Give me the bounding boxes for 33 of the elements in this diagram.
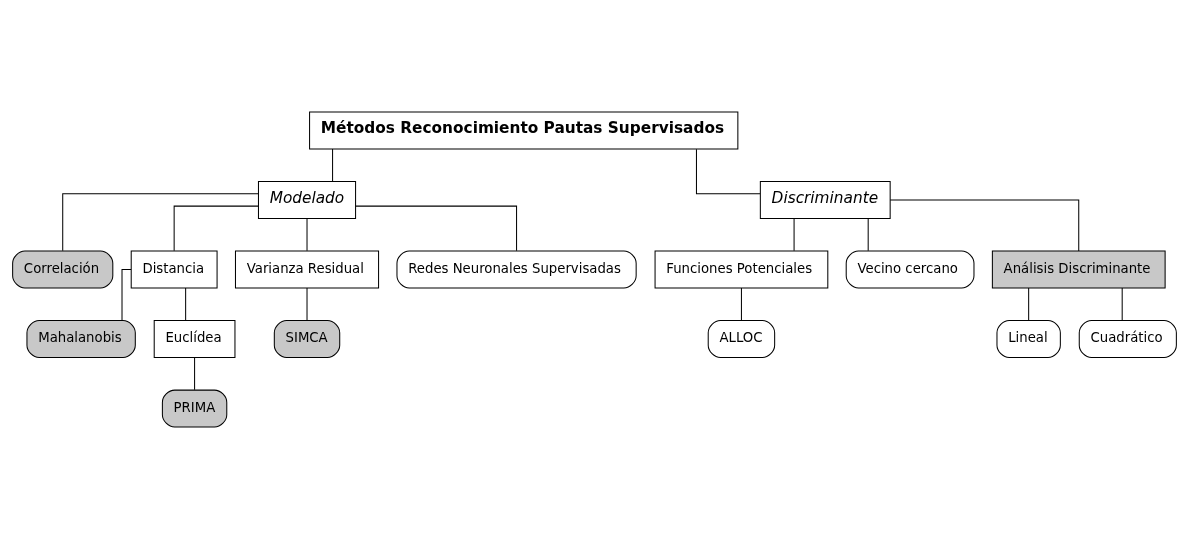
connector (332, 148, 334, 182)
connector (194, 356, 196, 390)
connector (306, 287, 308, 321)
connector (740, 287, 742, 321)
connector (173, 205, 259, 251)
connector (355, 205, 518, 251)
connector (1121, 287, 1123, 321)
node-box: SIMCA (273, 319, 341, 358)
connector (793, 217, 795, 251)
connector (867, 217, 869, 251)
node-box: Cuadrático (1078, 319, 1177, 358)
connector (889, 199, 1080, 251)
node-box: Vecino cercano (845, 250, 975, 288)
node-box: Varianza Residual (234, 250, 380, 288)
node-box: Discriminante (759, 180, 891, 219)
connector (121, 268, 132, 321)
node-box: Funciones Potenciales (654, 250, 829, 288)
node-box: Lineal (996, 319, 1061, 358)
node-box: Análisis Discriminante (991, 250, 1166, 288)
connector (306, 217, 308, 251)
connector (695, 148, 761, 194)
connector (1028, 287, 1030, 321)
node-box: Modelado (257, 180, 357, 219)
node-box: PRIMA (161, 389, 228, 427)
node-box: ALLOC (707, 319, 776, 358)
node-box: Distancia (130, 250, 218, 288)
node-box: Mahalanobis (26, 319, 136, 358)
node-box: Euclídea (153, 319, 236, 358)
node-box: Redes Neuronales Supervisadas (396, 250, 637, 288)
connector (62, 192, 259, 251)
node-box: Métodos Reconocimiento Pautas Supervisados (309, 111, 739, 149)
connector (185, 287, 187, 321)
node-box: Correlación (12, 250, 114, 288)
